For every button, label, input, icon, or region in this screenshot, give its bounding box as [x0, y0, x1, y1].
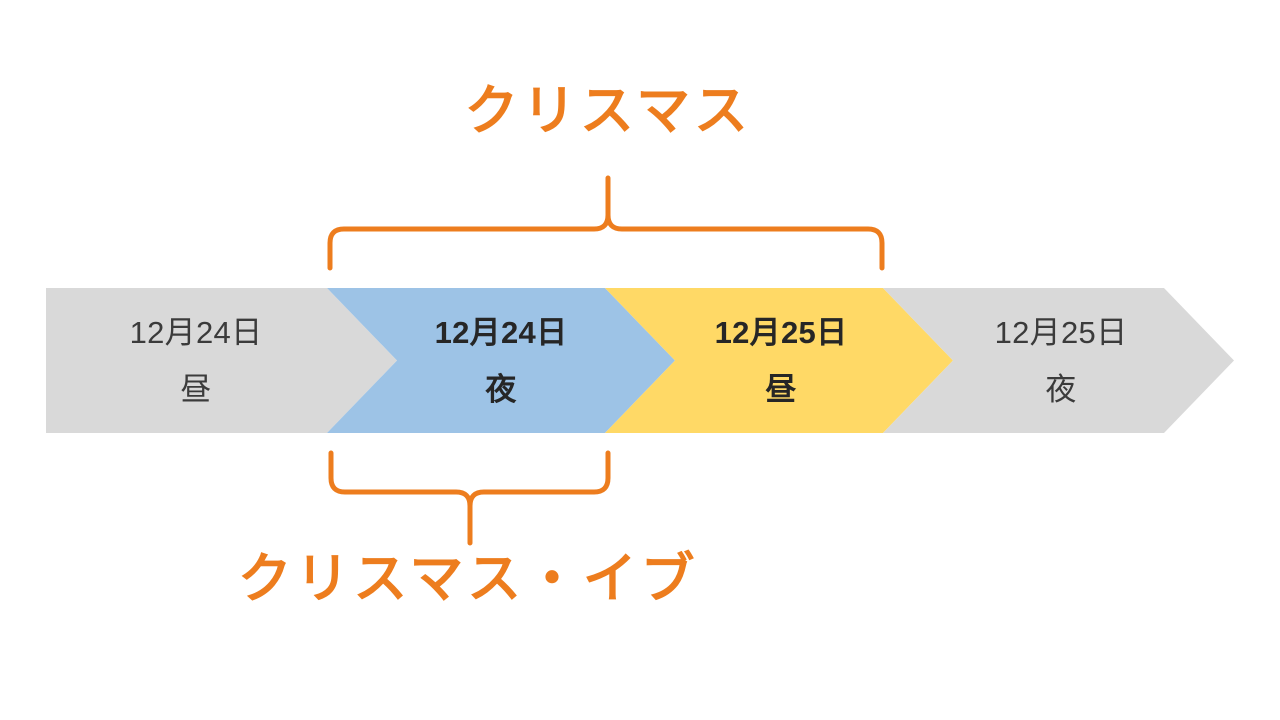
timeline-segment-dec24-night[interactable] [327, 288, 675, 433]
bottom-curly-brace [328, 450, 611, 546]
segment-shape-dec24-night [327, 288, 675, 433]
segment-shape-dec25-night [883, 288, 1234, 433]
timeline-segment-dec25-day[interactable] [605, 288, 953, 433]
segment-shape-dec25-day [605, 288, 953, 433]
top-brace-label: クリスマス [464, 81, 752, 141]
timeline-segment-dec25-night[interactable] [883, 288, 1234, 433]
timeline-segment-dec24-day[interactable] [46, 288, 397, 433]
bottom-brace-label: クリスマス・イブ [237, 549, 699, 609]
segment-shape-dec24-day [46, 288, 397, 433]
top-curly-brace [327, 175, 885, 271]
